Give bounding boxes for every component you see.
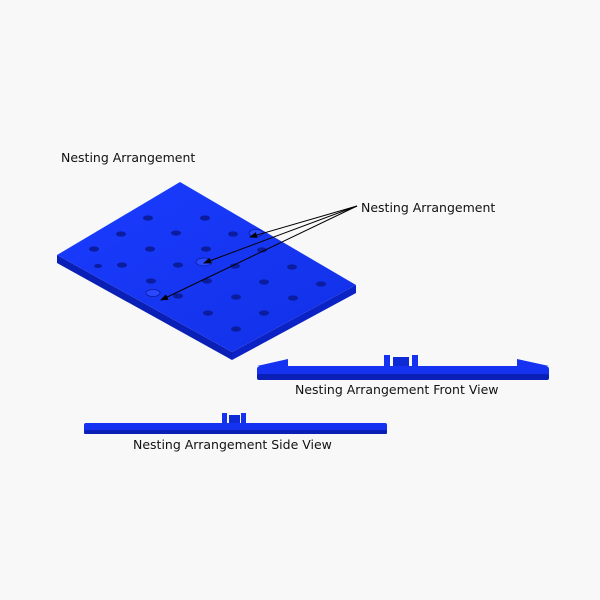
callout-arrow-1 <box>249 205 358 238</box>
hole <box>228 231 238 237</box>
hole <box>143 215 153 221</box>
nesting-bump <box>145 289 161 297</box>
hole <box>203 310 213 316</box>
callout-arrows <box>160 205 358 301</box>
hole <box>231 294 241 300</box>
isometric-plate <box>57 182 356 360</box>
callout-arrow-2 <box>203 205 358 264</box>
hole <box>89 246 99 252</box>
hole <box>116 231 126 237</box>
hole <box>288 295 298 301</box>
top-title-label: Nesting Arrangement <box>61 150 196 165</box>
hole <box>231 326 241 332</box>
nesting-bump <box>195 257 213 267</box>
hole <box>171 230 181 236</box>
callout-arrow-3 <box>160 205 358 301</box>
side-view-label: Nesting Arrangement Side View <box>133 437 332 452</box>
front-view-profile <box>257 355 549 380</box>
hole <box>259 279 269 285</box>
hole <box>200 215 210 221</box>
hole <box>202 278 212 284</box>
hole <box>257 247 267 253</box>
plate-top-surface <box>57 182 356 352</box>
hole <box>230 263 240 269</box>
hole <box>173 293 183 299</box>
front-view-label: Nesting Arrangement Front View <box>295 382 499 397</box>
hole <box>316 281 326 287</box>
hole <box>259 310 269 316</box>
hole <box>173 262 183 268</box>
hole <box>117 262 127 268</box>
plate-holes <box>89 215 326 332</box>
callout-label: Nesting Arrangement <box>361 200 496 215</box>
plate-right-edge <box>232 285 356 360</box>
hole <box>94 264 102 268</box>
side-view-profile <box>84 413 387 434</box>
hole <box>145 246 155 252</box>
plate-left-edge <box>57 255 232 360</box>
hole <box>287 264 297 270</box>
hole <box>146 278 156 284</box>
hole <box>201 246 211 252</box>
